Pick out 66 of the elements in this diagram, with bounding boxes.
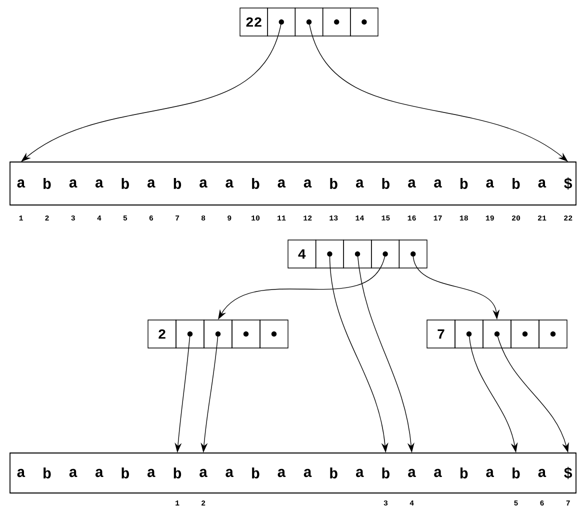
letter: a — [96, 468, 104, 478]
letter: b — [122, 178, 129, 189]
letter: a — [17, 179, 26, 188]
pointer-cell — [267, 8, 296, 36]
letter: a — [304, 179, 312, 188]
letter: a — [538, 468, 546, 478]
letter: a — [278, 179, 286, 188]
letter: a — [226, 179, 234, 188]
pointer-cell — [343, 240, 372, 268]
pointer-cell — [398, 240, 428, 268]
string-box — [10, 162, 576, 206]
letter: b — [330, 178, 338, 189]
letter: $ — [564, 177, 572, 190]
letter: b — [122, 468, 129, 478]
letter: a — [486, 468, 494, 478]
letter: b — [512, 468, 520, 478]
pointer-cell — [315, 240, 344, 268]
pointer-cell — [371, 240, 400, 268]
pointer-cell — [350, 8, 378, 36]
letter: a — [200, 179, 208, 188]
pointer-cell — [482, 320, 512, 348]
key-cell: 2 — [148, 320, 176, 348]
letter: a — [356, 179, 364, 188]
letter: a — [304, 468, 312, 478]
letter: a — [434, 468, 442, 478]
letter: b — [382, 178, 390, 189]
string-box — [10, 452, 576, 494]
letter: a — [69, 179, 78, 188]
letter: b — [460, 468, 468, 478]
letter: a — [278, 468, 286, 478]
key-cell: 7 — [426, 320, 456, 348]
key-cell: 4 — [288, 240, 316, 268]
letter: b — [512, 178, 520, 189]
letter: b — [44, 178, 51, 189]
letter: b — [252, 178, 260, 189]
letter: b — [44, 468, 51, 478]
letter: b — [174, 468, 182, 478]
letter: a — [69, 468, 78, 478]
letter: $ — [564, 466, 572, 480]
pointer-cell — [454, 320, 484, 348]
letter: a — [200, 468, 208, 478]
letter: a — [408, 468, 416, 478]
letter: b — [382, 468, 390, 478]
pointer-cell — [294, 8, 324, 36]
letter: a — [148, 179, 156, 188]
letter: a — [226, 468, 234, 478]
letter: b — [174, 178, 182, 189]
letter: a — [356, 468, 364, 478]
pointer-cell — [322, 8, 351, 36]
letter: a — [434, 179, 442, 188]
pointer-cell — [176, 320, 204, 348]
letter: a — [148, 468, 156, 478]
pointer-cell — [232, 320, 260, 348]
letter: a — [96, 179, 104, 188]
letter: b — [252, 468, 260, 478]
letter: a — [17, 468, 26, 478]
pointer-cell — [260, 320, 288, 348]
letter: b — [330, 468, 338, 478]
letter: a — [538, 179, 546, 188]
pointer-cell — [204, 320, 232, 348]
pointer-cell — [510, 320, 540, 348]
letter: b — [460, 178, 468, 189]
key-cell: 22 — [240, 8, 268, 36]
letter: a — [486, 179, 494, 188]
letter: a — [408, 179, 416, 188]
pointer-cell — [538, 320, 568, 348]
